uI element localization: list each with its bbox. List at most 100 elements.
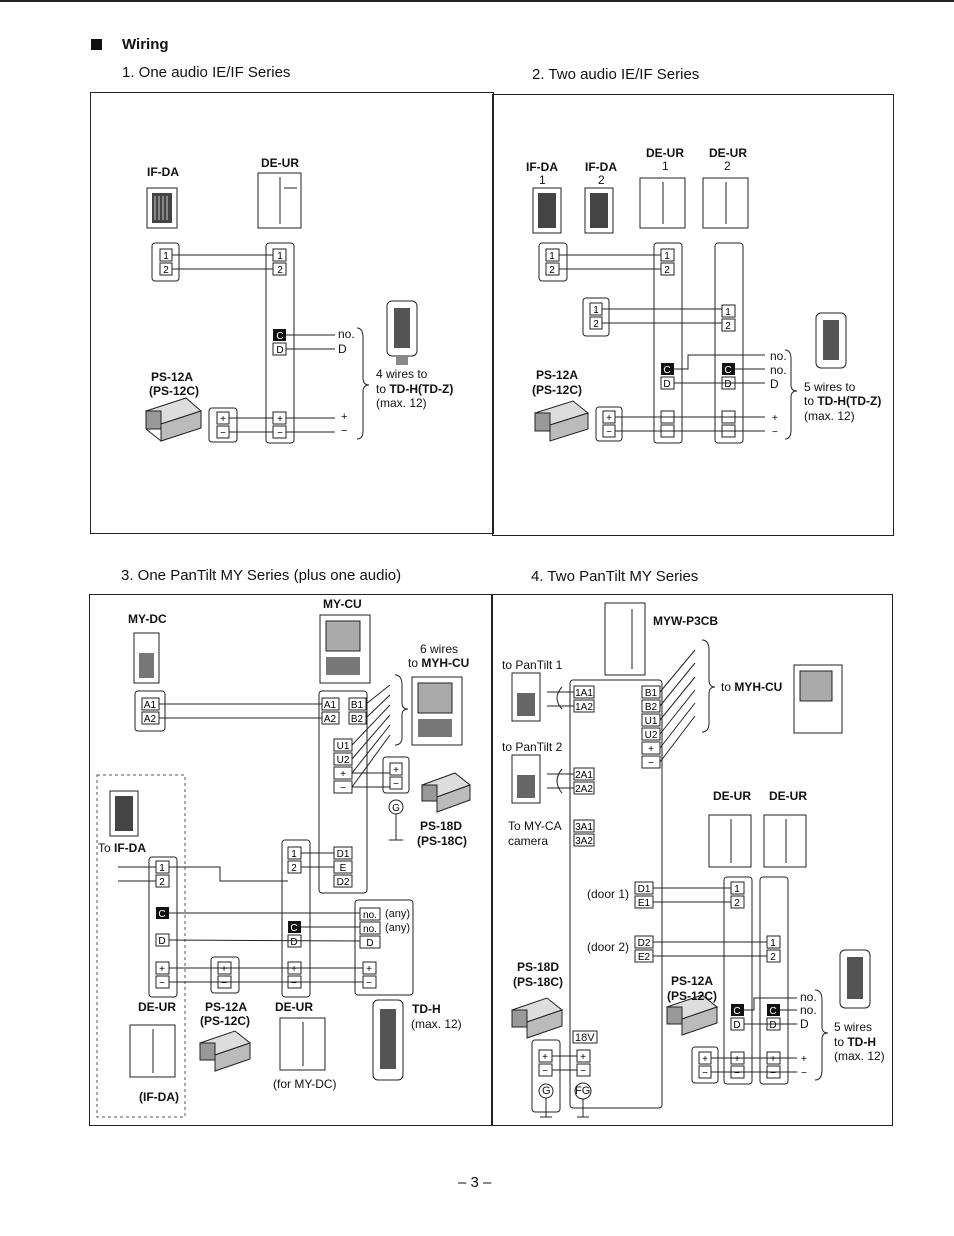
svg-text:C: C [663,365,670,376]
if-da-device [146,187,178,229]
p3-any-2-label: (any) [385,922,411,934]
p2-no-2-label: no. [770,363,787,377]
svg-text:1: 1 [734,884,740,895]
svg-text:D2: D2 [638,938,651,949]
svg-text:+: + [393,765,399,776]
p1-plus-label: + [341,411,348,423]
pantilt-2-camera [511,754,541,804]
svg-text:U1: U1 [337,741,350,752]
p2-target: TD-H(TD-Z) [817,394,882,408]
svg-text:−: − [220,428,226,439]
p3-ifda: IF-DA [114,841,147,855]
svg-text:1A2: 1A2 [575,702,593,713]
svg-text:D: D [769,1020,776,1031]
svg-text:B2: B2 [351,714,364,725]
panel-two-pantilt: 1A1 1A2 2A1 2A2 3A1 3A2 B1 B2 U1 U2 + − [491,594,893,1126]
svg-text:D: D [276,345,283,356]
p4-d-label: D [800,1017,809,1031]
p4-ps12a-label: PS-12A [671,974,714,988]
p2-wires-label: 5 wires to [804,380,856,394]
p4-td-target: TD-H [847,1035,877,1049]
p3-target: MYH-CU [421,656,470,670]
svg-text:−: − [772,427,778,438]
svg-text:1: 1 [291,849,297,860]
p4-ps12c-label: (PS-12C) [667,989,718,1003]
svg-text:D: D [290,937,297,948]
p2-max-label: (max. 12) [804,409,855,423]
svg-text:+: + [220,414,226,425]
svg-text:+: + [291,964,297,975]
svg-text:−: − [606,427,612,438]
p2-no-1-label: no. [770,349,787,363]
p3-ps12a-label: PS-12A [205,1000,248,1014]
svg-text:A2: A2 [144,714,157,725]
svg-text:+: + [801,1054,807,1065]
p4-de-ur-1-label: DE-UR [713,789,751,803]
svg-text:2A2: 2A2 [575,784,593,795]
p1-max-label: (max. 12) [376,396,427,410]
p4-ps18c-label: (PS-18C) [513,975,564,989]
svg-text:−: − [393,779,399,790]
p1-ps-alt-label: (PS-12C) [149,384,200,398]
svg-text:G: G [392,803,400,814]
p2-d-label: D [770,377,779,391]
p3-de-ur-2-label: DE-UR [275,1000,313,1014]
p3-de-ur-1-label: DE-UR [138,1000,176,1014]
p2-target-line: to TD-H(TD-Z) [804,395,881,408]
svg-text:1: 1 [549,251,555,262]
svg-text:2: 2 [277,265,283,276]
p4-to-pt1-label: to PanTilt 1 [502,658,563,672]
p3-for-mydc-label: (for MY-DC) [273,1077,337,1091]
svg-text:2: 2 [549,265,555,276]
wiring-diagram-2: 1 2 1 2 1 2 1 2 C D C D [532,177,847,444]
my-dc-device [133,632,160,684]
td-h-handset [839,949,871,1009]
page-number: – 3 – [458,1174,492,1191]
svg-text:−: − [159,978,165,989]
svg-text:2A1: 2A1 [575,770,593,781]
p1-if-da-label: IF-DA [147,165,179,179]
svg-text:−: − [340,783,346,794]
p2-de-ur-2-num: 2 [724,159,731,173]
heading-4: 4. Two PanTilt MY Series [531,568,699,585]
svg-text:D: D [158,936,165,947]
if-da-device [109,790,139,837]
p2-de-ur-1-num: 1 [662,159,669,173]
de-ur-2-device [763,814,807,868]
svg-text:A1: A1 [144,700,157,711]
svg-text:+: + [772,413,778,424]
p3-to: to [408,656,422,670]
svg-text:D: D [724,379,731,390]
p4-to: to [721,680,735,694]
p4-ps18d-label: PS-18D [517,960,560,974]
svg-text:1: 1 [725,307,731,318]
p4-wires-label: 5 wires [834,1020,873,1034]
svg-text:A2: A2 [324,714,337,725]
p1-no-label: no. [338,327,355,341]
p3-to-ifda-line: To IF-DA [98,842,146,855]
wiring-diagram-3: A1 A2 A1 A2 B1 B2 U1 U2 + − + − [96,614,472,1118]
de-ur-1-device [708,814,752,868]
p2-ps-alt-label: (PS-12C) [532,383,583,397]
p2-to: to [804,394,818,408]
svg-text:3A2: 3A2 [575,836,593,847]
p1-ps-label: PS-12A [151,370,194,384]
p1-target: TD-H(TD-Z) [389,382,454,396]
svg-text:E: E [340,863,347,874]
p1-de-ur-label: DE-UR [261,156,299,170]
svg-text:D: D [733,1020,740,1031]
p3-target-line: to MYH-CU [408,657,469,670]
svg-text:−: − [770,1068,776,1079]
svg-text:C: C [290,923,297,934]
p3-ps18c-label: (PS-18C) [417,834,468,848]
svg-text:2: 2 [593,319,599,330]
p4-door2-label: (door 2) [587,940,630,954]
p4-door1-label: (door 1) [587,887,630,901]
heading-1: 1. One audio IE/IF Series [122,64,291,81]
svg-text:+: + [580,1052,586,1063]
top-rule [0,0,954,2]
svg-text:−: − [648,758,654,769]
p1-minus-label: − [341,425,348,437]
svg-text:A1: A1 [324,700,337,711]
svg-text:U2: U2 [337,755,350,766]
